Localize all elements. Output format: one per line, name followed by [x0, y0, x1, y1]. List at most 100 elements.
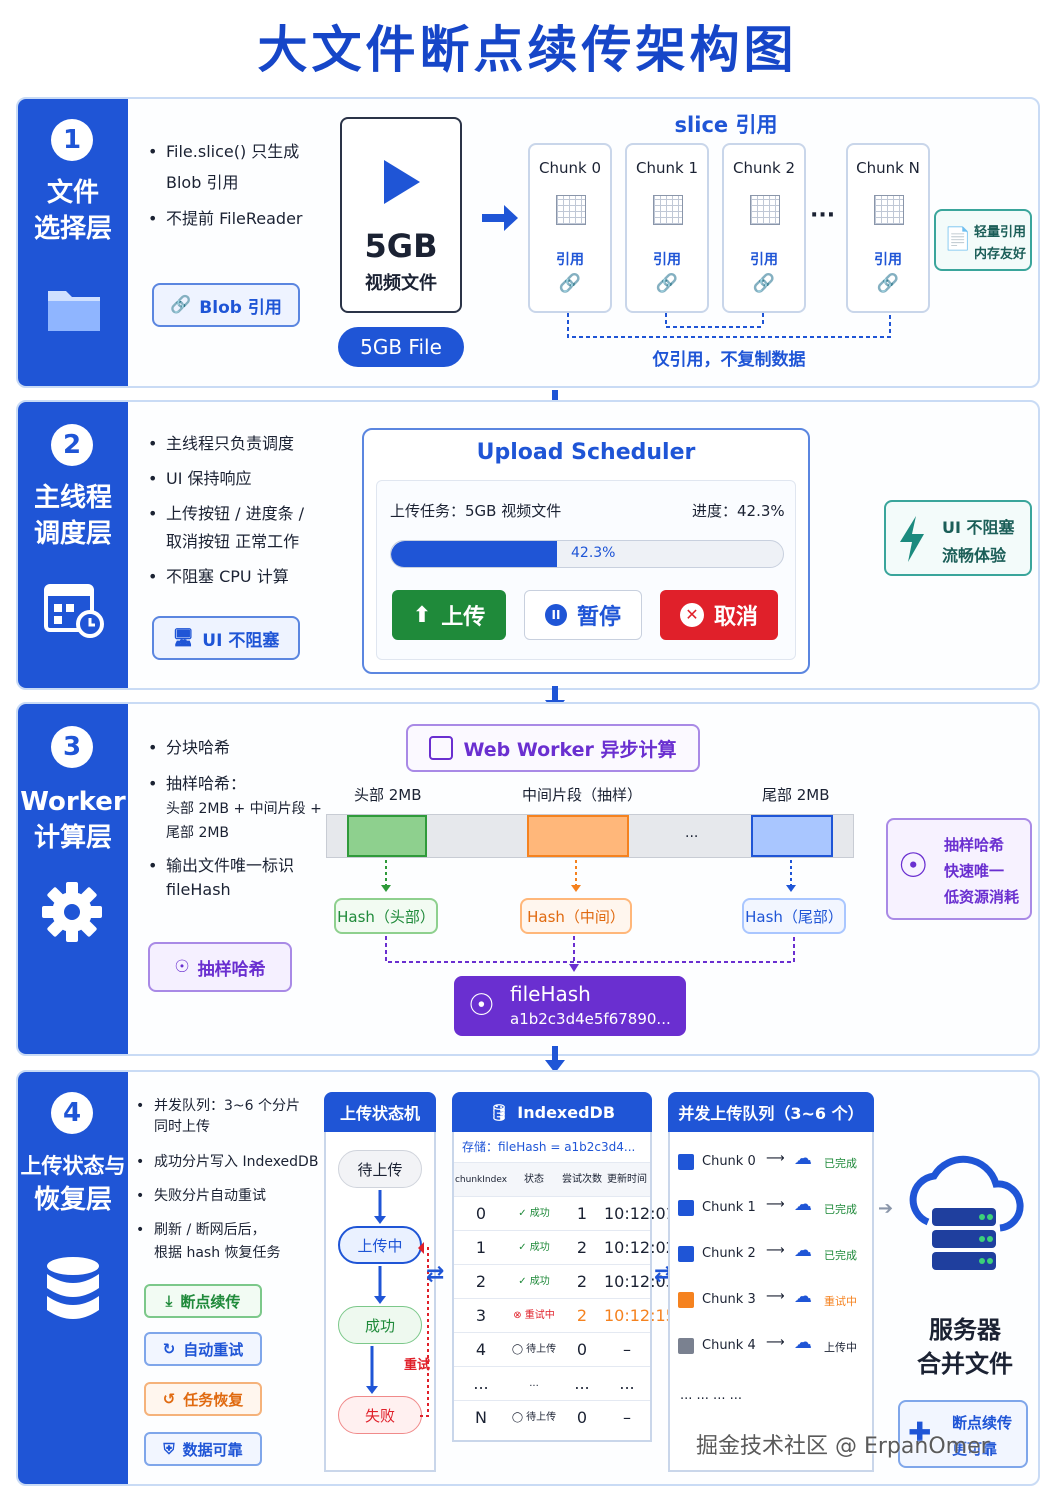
upload-scheduler-panel: Upload Scheduler 上传任务：5GB 视频文件 进度：42.3% … — [362, 428, 810, 674]
mini-label: 断点续传 — [180, 1292, 241, 1311]
puzzle-icon: ✚ — [908, 1416, 932, 1449]
head-segment — [347, 815, 427, 857]
database-icon — [47, 1257, 99, 1319]
bullet: UI 保持响应 — [148, 467, 251, 491]
layer-name-line1: 上传状态与 — [20, 1154, 126, 1178]
state-uploading: 上传中 — [338, 1226, 422, 1264]
web-worker-header: Web Worker 异步计算 — [406, 724, 700, 772]
table-cell: ... — [574, 1374, 590, 1393]
cloud-icon: ☁ — [794, 1286, 812, 1307]
grid-icon — [653, 195, 683, 225]
side-card-line2: 内存友好 — [974, 247, 1027, 262]
file-badge: 5GB File — [338, 327, 464, 367]
bullet: 成功分片写入 IndexedDB — [136, 1150, 319, 1174]
link-icon: 🔗 — [170, 295, 192, 315]
bullet-cont: 尾部 2MB — [166, 825, 230, 841]
watermark: 掘金技术社区 @ ErpanOmer — [696, 1434, 990, 1459]
tail-segment — [751, 815, 833, 857]
mid-segment — [527, 815, 629, 857]
state-machine-header: 上传状态机 — [324, 1092, 436, 1132]
arrow-right-icon: ⟶ — [766, 1151, 785, 1166]
table-cell: ... — [619, 1374, 635, 1393]
ellipsis: ··· — [810, 203, 836, 228]
table-header: 状态 — [524, 1174, 544, 1185]
queue-chunk-name: Chunk 0 — [702, 1154, 756, 1169]
layer-sidebar: 2 主线程 调度层 — [18, 402, 128, 688]
filehash-value: a1b2c3d4e5f67890... — [510, 1010, 671, 1028]
bullet: 刷新 / 断网后后， — [136, 1218, 266, 1242]
cancel-button[interactable]: ✕取消 — [660, 590, 778, 640]
side-card-line1: 轻量引用 — [974, 225, 1027, 240]
fingerprint-icon: ☉ — [174, 957, 190, 977]
cube-icon — [678, 1338, 694, 1354]
layer-sidebar: 4 上传状态与 恢复层 — [18, 1072, 128, 1484]
segment-tail-label: 尾部 2MB — [762, 786, 830, 804]
cube-icon — [678, 1246, 694, 1262]
table-cell: 2 — [576, 1272, 588, 1291]
chunk-ref: 引用 — [653, 252, 681, 268]
bidirectional-arrow-icon: ⇄ — [426, 1262, 445, 1287]
chunk-card: Chunk 0 引用 🔗 — [528, 143, 612, 313]
table-header: 尝试次数 — [562, 1174, 602, 1185]
task-label: 上传任务：5GB 视频文件 — [390, 502, 562, 520]
table-cell: 1 — [576, 1204, 588, 1223]
chunk-name: Chunk N — [856, 159, 920, 177]
cloud-icon: ☁ — [794, 1332, 812, 1353]
layer-sidebar: 1 文件 选择层 — [18, 99, 128, 386]
bullet: File.slice() 只生成 — [148, 140, 299, 164]
monitor-icon: 🖥 — [172, 628, 195, 648]
server-line1: 服务器 — [929, 1316, 1001, 1344]
arrow-right-icon: ⟶ — [766, 1197, 785, 1212]
layer-name-line2: 调度层 — [33, 519, 112, 549]
progress-bar: 42.3% — [390, 540, 784, 568]
table-cell: ... — [529, 1378, 539, 1389]
cube-icon — [678, 1200, 694, 1216]
state-machine-body: 待上传 上传中 成功 失败 重试 — [324, 1132, 436, 1472]
queue-header: 并发上传队列（3~6 个） — [668, 1092, 874, 1132]
slice-title: slice 引用 — [674, 113, 778, 137]
upload-button[interactable]: ⬆上传 — [392, 590, 506, 640]
segment-arrows — [381, 860, 796, 892]
state-success: 成功 — [338, 1306, 422, 1344]
layer-name-line1: 文件 — [46, 178, 99, 208]
resume-icon: ⤓ — [165, 1292, 173, 1310]
mini-auto-retry: ↻自动重试 — [144, 1332, 262, 1366]
bullet: 分块哈希 — [148, 736, 230, 760]
bullet: 并发队列：3~6 个分片 — [136, 1094, 300, 1118]
table-cell: 4 — [475, 1340, 487, 1359]
table-cell: 0 — [576, 1340, 588, 1359]
table-cell: 0 — [475, 1204, 487, 1223]
worker-title: Web Worker 异步计算 — [463, 738, 677, 761]
grid-icon — [874, 195, 904, 225]
chunk-card: Chunk N 引用 🔗 — [846, 143, 930, 313]
side-card-line1: 抽样哈希 — [944, 836, 1005, 854]
chunk-ref: 引用 — [874, 252, 902, 268]
chunk-ref: 引用 — [556, 252, 584, 268]
pill-label: 抽样哈希 — [197, 959, 266, 980]
queue-row: Chunk 3⟶☁重试中 — [678, 1286, 870, 1316]
cloud-icon: ☁ — [794, 1194, 812, 1215]
table-cell: ⊗ 重试中 — [513, 1310, 555, 1321]
side-card-smooth: UI 不阻塞 流畅体验 — [884, 500, 1032, 576]
server-line2: 合并文件 — [917, 1350, 1013, 1378]
blob-reference-pill: 🔗 Blob 引用 — [152, 283, 300, 327]
mini-label: 自动重试 — [183, 1340, 244, 1359]
queue-row: Chunk 0⟶☁已完成 — [678, 1148, 870, 1178]
queue-status: 上传中 — [824, 1341, 857, 1354]
table-cell: ✓ 成功 — [518, 1276, 550, 1287]
filehash-box: ☉ fileHash a1b2c3d4e5f67890... — [454, 976, 686, 1036]
bullet: 不阻塞 CPU 计算 — [148, 565, 289, 589]
chunk-name: Chunk 2 — [733, 159, 795, 177]
cube-icon — [678, 1292, 694, 1308]
pill-label: Blob 引用 — [199, 297, 282, 318]
table-cell: 3 — [475, 1306, 487, 1325]
table-cell: 0 — [576, 1408, 588, 1427]
table-header-row: chunkIndex 状态 尝试次数 更新时间 — [454, 1162, 650, 1196]
layer-name-line2: 选择层 — [33, 214, 112, 244]
link-icon: 🔗 — [558, 273, 582, 294]
cancel-label: 取消 — [713, 605, 758, 630]
mini-resume: ⤓ 断点续传 — [144, 1284, 262, 1318]
